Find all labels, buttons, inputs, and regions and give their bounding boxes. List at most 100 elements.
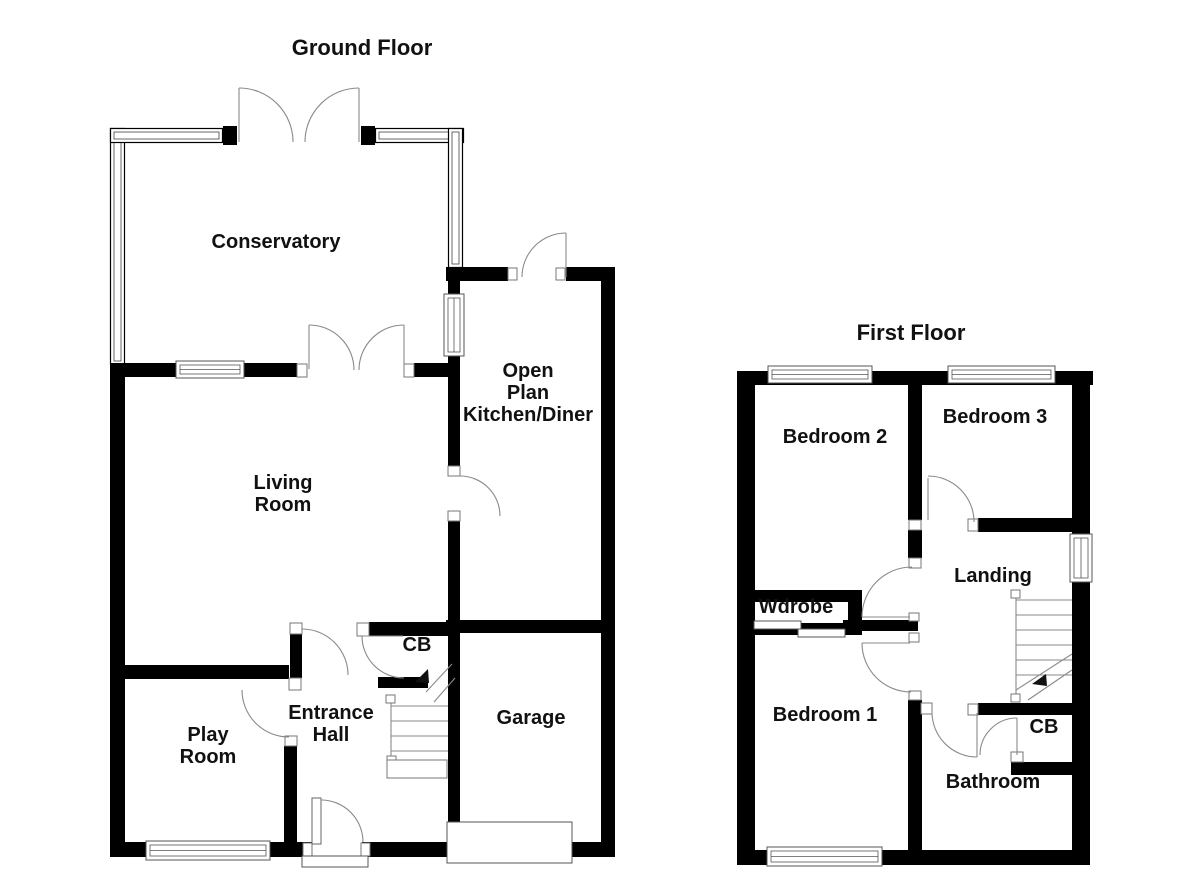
play-room-label-line1: Play [187, 724, 229, 746]
conservatory-french-doors [238, 87, 360, 143]
kitchen-label-line2: Plan [507, 382, 549, 404]
landing-label: Landing [954, 565, 1032, 587]
jamb [507, 267, 518, 281]
wall-bedroom3-landing [978, 518, 1072, 532]
jamb [920, 702, 933, 715]
door-arc [861, 566, 913, 618]
ground-floor-walls [110, 267, 615, 857]
jamb [403, 363, 415, 378]
stair-newel [1010, 693, 1021, 703]
front-door-opening [312, 841, 362, 858]
door-post-right [361, 126, 375, 145]
front-door-threshold [301, 855, 369, 868]
stair-break-line [1015, 653, 1073, 691]
conservatory-glazed-walls [109, 126, 465, 366]
wall-outer-left [737, 371, 755, 865]
wall-kitchen-top-right [566, 267, 615, 281]
stair-bottom-step [386, 759, 448, 779]
door-leaf [311, 797, 322, 845]
ground-floor-doors [241, 232, 567, 738]
jamb [302, 842, 313, 857]
bedroom3-window [947, 365, 1056, 384]
kitchen-label-line3: Kitchen/Diner [463, 404, 593, 426]
stair-break-line [425, 663, 453, 693]
bathroom-label: Bathroom [946, 771, 1040, 793]
play-room-window [145, 840, 271, 861]
door-arc [361, 635, 405, 679]
jamb [908, 519, 922, 531]
door-arc [320, 799, 364, 843]
wall-outer-right [601, 267, 615, 857]
jamb [288, 677, 302, 691]
wall-hall-garage [448, 633, 460, 842]
wall-playroom-hall [284, 746, 297, 842]
ground-floor-windows [145, 293, 465, 861]
wall-bedroom2-bedroom3 [908, 385, 922, 520]
stair-newel [385, 694, 396, 704]
jamb [447, 510, 461, 522]
ground-floor-title: Ground Floor [292, 35, 433, 60]
door-arc [861, 642, 912, 693]
stair-direction-arrow [1032, 674, 1047, 686]
jamb [967, 518, 979, 532]
wall-outer-right [1072, 371, 1090, 865]
jamb [908, 690, 922, 701]
entrance-hall-label-line1: Entrance [288, 702, 374, 724]
wall-landing-stub [843, 620, 918, 631]
wall-bedroom1-bathroom [908, 700, 922, 851]
glazed-wall-right [447, 127, 464, 269]
jamb [360, 842, 371, 857]
cupboard-label: CB [1030, 716, 1059, 738]
jamb [284, 735, 298, 747]
living-room-label-line1: Living [254, 472, 313, 494]
wall-playroom-top [110, 665, 289, 679]
door-arc [308, 324, 355, 371]
wall-cb-front [369, 622, 448, 636]
jamb [447, 465, 461, 477]
kitchen-window [443, 293, 465, 357]
ground-floor-plan: Ground Floor Conservatory Living Room Op… [109, 35, 615, 868]
door-arc [521, 232, 567, 278]
wall-kitchen-left-b [448, 356, 460, 466]
stair-direction-arrow [415, 669, 429, 683]
ground-floor-stairs [385, 663, 456, 779]
garage-door [446, 821, 573, 864]
first-floor-windows [753, 365, 1093, 867]
jamb [555, 267, 566, 281]
jamb [908, 557, 922, 569]
stair-break-line [1027, 669, 1073, 701]
door-arc [301, 628, 349, 676]
glazed-wall-top-left [109, 127, 224, 144]
wall-garage-top [446, 620, 615, 633]
stair-break-line [433, 677, 456, 703]
wall-outer-left [110, 363, 125, 857]
wall-wardrobe-top [750, 590, 850, 602]
first-floor-jambs [908, 518, 1024, 763]
door-arc [979, 717, 1018, 756]
wall-cb-top [978, 703, 1072, 715]
door-arc [931, 711, 978, 758]
wall-kitchen-left-c [448, 521, 460, 620]
door-arc [241, 689, 290, 738]
living-room-label-line2: Room [255, 494, 312, 516]
wall-kitchen-left-a [448, 281, 460, 294]
wardrobe-label: Wdrobe [759, 596, 833, 618]
wall-bedroom2-landing [908, 530, 922, 558]
garage-label: Garage [497, 707, 566, 729]
first-floor-stairs [1010, 589, 1073, 703]
jamb [908, 612, 920, 622]
glazed-wall-right-inner [451, 131, 460, 265]
stair-newel [1010, 589, 1021, 599]
landing-window [1069, 533, 1093, 583]
door-arc [358, 324, 405, 371]
jamb [356, 622, 370, 637]
wall-hall-stub [290, 634, 302, 678]
bedroom3-label: Bedroom 3 [943, 406, 1047, 428]
glazed-wall-top-left-inner [113, 131, 220, 140]
jamb [967, 703, 979, 716]
bedroom2-label: Bedroom 2 [783, 426, 887, 448]
glazed-wall-left [109, 127, 126, 366]
entrance-hall-label-line2: Hall [313, 724, 350, 746]
